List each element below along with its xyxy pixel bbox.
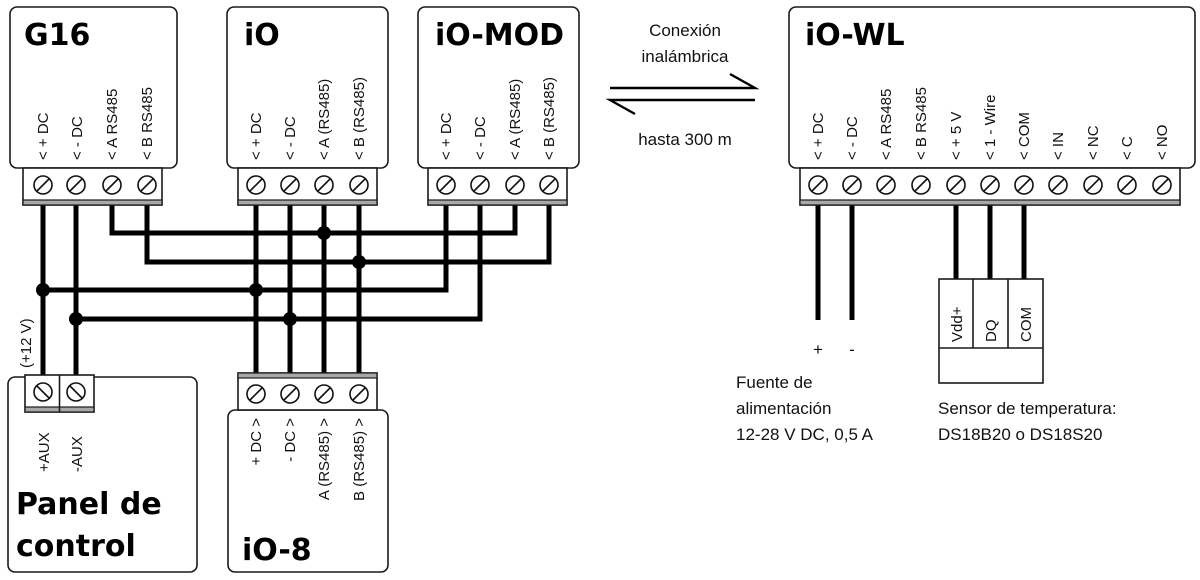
pin-label: < + DC	[248, 112, 265, 160]
pin-label: < NO	[1154, 125, 1171, 160]
pin-label: < NC	[1085, 125, 1102, 160]
pin-label: -AUX	[69, 436, 86, 472]
module-control-panel: +AUX -AUX (+12 V) Panel de control	[7, 318, 198, 573]
power-plus-sign: +	[813, 340, 823, 359]
pin-label: < 1 - Wire	[982, 95, 999, 160]
pin-label: < - DC	[69, 116, 86, 160]
pin-label: < B RS485	[139, 87, 156, 160]
pin-label: < - DC	[282, 116, 299, 160]
pin-labels: < + DC < - DC < A (RS485) < B (RS485)	[438, 77, 558, 160]
junction-dot	[317, 226, 331, 240]
pin-label: A (RS485) >	[316, 418, 333, 500]
terminal-strip	[799, 167, 1181, 206]
module-title: G16	[24, 18, 90, 53]
voltage-note: (+12 V)	[18, 318, 35, 368]
module-io-wl: iO-WL < + DC< - DC< A RS485< B RS485< + …	[788, 6, 1196, 206]
pin-label: < - DC	[472, 116, 489, 160]
pin-label: < COM	[1016, 112, 1033, 160]
junctions	[36, 226, 366, 326]
pin-label: + DC >	[248, 418, 265, 466]
sensor-body	[938, 278, 1044, 384]
power-label-line2: alimentación	[736, 399, 831, 418]
sensor-pin-vdd: Vdd+	[949, 306, 966, 342]
pin-label: < IN	[1050, 132, 1067, 160]
pin-labels: < + DC < - DC < A RS485 < B RS485	[35, 87, 156, 160]
module-io-8: + DC > - DC > A (RS485) > B (RS485) > iO…	[227, 372, 389, 573]
junction-dot	[283, 312, 297, 326]
wireless-range: hasta 300 m	[638, 130, 732, 149]
pin-label: < + DC	[438, 112, 455, 160]
pin-label: - DC >	[282, 418, 299, 462]
pin-label: < B (RS485)	[541, 77, 558, 160]
pin-label: B (RS485) >	[351, 418, 368, 501]
panel-title-line1: Panel de	[16, 487, 162, 522]
wire-bus-plus-dc	[43, 205, 449, 293]
pin-labels: + DC > - DC > A (RS485) > B (RS485) >	[248, 418, 368, 501]
sensor-pin-com: COM	[1018, 307, 1035, 342]
bidirectional-arrow-icon	[605, 72, 760, 116]
pin-label: < - DC	[844, 116, 861, 160]
wireless-label-line1: Conexión	[649, 21, 721, 40]
wire-bus-a	[109, 205, 518, 236]
power-label-line1: Fuente de	[736, 373, 813, 392]
sensor-label-line1: Sensor de temperatura:	[938, 399, 1117, 418]
pin-label: < C	[1119, 136, 1136, 160]
junction-dot	[69, 312, 83, 326]
panel-title-line2: control	[16, 529, 136, 564]
pin-label: < A (RS485)	[507, 79, 524, 160]
power-supply: + - Fuente de alimentación 12-28 V DC, 0…	[736, 340, 874, 444]
module-title: iO-WL	[805, 18, 905, 53]
module-title: iO-8	[242, 533, 312, 568]
power-minus-sign: -	[849, 340, 855, 359]
pin-label: < A RS485	[104, 89, 121, 160]
sensor-pin-dq: DQ	[983, 320, 1000, 343]
temperature-sensor: Vdd+ DQ COM Sensor de temperatura: DS18B…	[938, 278, 1117, 444]
terminal-strip	[237, 372, 378, 411]
terminal-strip	[427, 167, 568, 206]
pin-label: < + DC	[810, 112, 827, 160]
pin-label: < B (RS485)	[351, 77, 368, 160]
terminal-strip	[237, 167, 378, 206]
wire-bus-b	[144, 205, 552, 265]
junction-dot	[352, 255, 366, 269]
module-title: iO	[244, 18, 280, 53]
pin-labels: < + DC < - DC < A (RS485) < B (RS485)	[248, 77, 368, 160]
wire-bus-minus-dc	[76, 205, 483, 322]
pin-label: < A RS485	[878, 89, 895, 160]
junction-dot	[249, 283, 263, 297]
pin-label: < A (RS485)	[316, 79, 333, 160]
wires	[40, 205, 1027, 376]
pin-label: < B RS485	[913, 87, 930, 160]
wireless-link: Conexión inalámbrica hasta 300 m	[605, 21, 760, 149]
terminal-strip	[22, 167, 163, 206]
module-box	[7, 376, 198, 573]
sensor-label-line2: DS18B20 o DS18S20	[938, 425, 1102, 444]
pin-labels: < + DC < - DC < A RS485 < B RS485 < + 5 V < 1…	[810, 87, 1171, 160]
pin-label: < + DC	[35, 112, 52, 160]
module-g16: G16 < + DC < - DC < A RS485 < B RS485	[9, 6, 178, 206]
power-label-line3: 12-28 V DC, 0,5 A	[736, 425, 874, 444]
module-title: iO-MOD	[435, 18, 564, 53]
module-io: iO < + DC < - DC < A (RS485) < B (RS485)	[226, 6, 389, 206]
junction-dot	[36, 283, 50, 297]
wireless-label-line2: inalámbrica	[642, 47, 729, 66]
module-io-mod: iO-MOD < + DC < - DC < A (RS485) < B (RS…	[417, 6, 580, 206]
pin-label: < + 5 V	[948, 112, 965, 160]
pin-label: +AUX	[36, 432, 53, 472]
terminal-strip	[24, 374, 95, 413]
